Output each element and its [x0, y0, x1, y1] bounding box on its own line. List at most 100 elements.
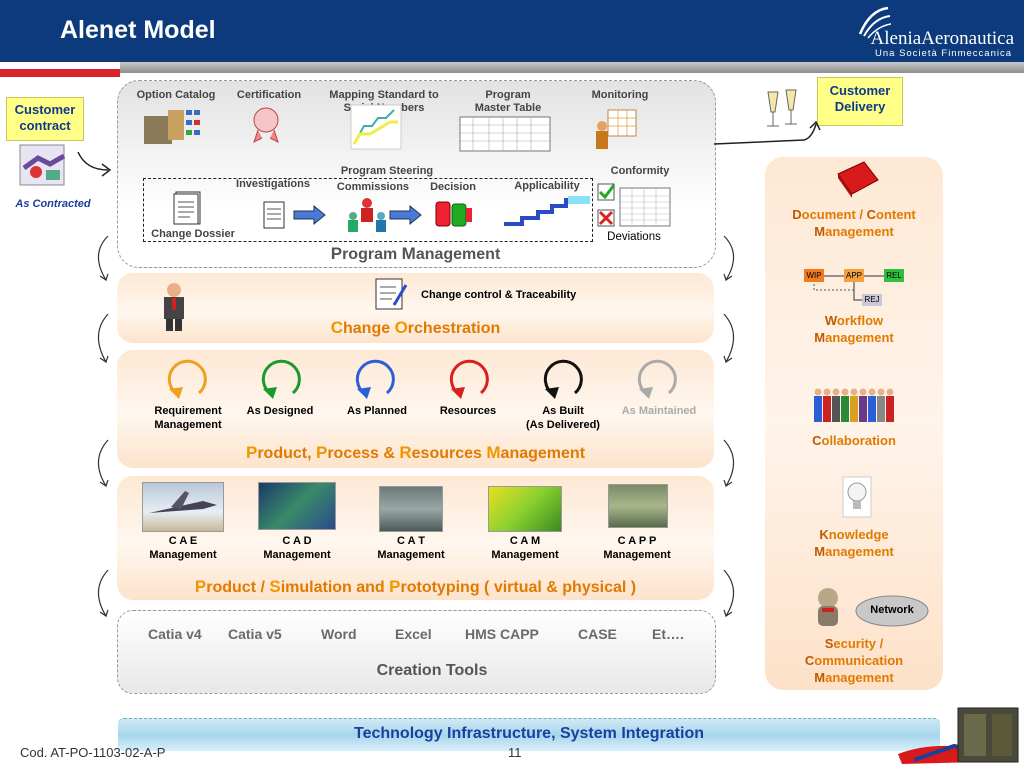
handshake-icon — [19, 144, 66, 186]
network-label: Network — [870, 604, 914, 616]
person-body — [850, 396, 858, 422]
cycle-icon — [261, 359, 301, 399]
catalog-icon — [144, 110, 200, 144]
change-orchestration-panel — [117, 273, 714, 343]
change-process-frame — [143, 178, 593, 242]
customer-delivery-label: Customer Delivery — [817, 77, 903, 126]
cycle-icon — [355, 359, 395, 399]
workflow-app-box: APP — [844, 269, 864, 282]
person-head — [868, 388, 876, 396]
creation-tools-title: Creation Tools — [376, 662, 488, 679]
tool-excel: Excel — [395, 626, 432, 642]
person-body — [868, 396, 876, 422]
resources-label: Resources — [439, 405, 497, 417]
requirement-management-label: Requirement Management — [154, 405, 222, 431]
person-head — [814, 388, 822, 396]
pprm-panel — [117, 350, 714, 468]
person-head — [850, 388, 858, 396]
tool-etc: Et…. — [652, 626, 684, 642]
cam-management-label: C A M Management — [491, 535, 559, 561]
tool-catia-v5: Catia v5 — [228, 626, 282, 642]
header-bar — [0, 0, 1024, 62]
workflow-wip-box: WIP — [804, 269, 824, 282]
tool-case: CASE — [578, 626, 617, 642]
cae-management-label: C A E Management — [149, 535, 217, 561]
simulation-title: Product / Simulation and Prototyping ( v… — [194, 577, 637, 596]
light-bulb-icon — [842, 476, 872, 518]
logo-subtitle: Una Società Finmeccanica — [875, 48, 1012, 59]
person-head — [877, 388, 885, 396]
person-body — [823, 396, 831, 422]
logo-text: AleniaAeronautica — [870, 28, 1014, 49]
footer-page-number: 11 — [508, 745, 522, 760]
person-body — [841, 396, 849, 422]
program-master-table-label: Program Master Table — [474, 89, 542, 114]
change-dossier-label: Change Dossier — [151, 228, 235, 240]
change-dossier-icon — [173, 191, 201, 225]
change-control-note: Change control & Traceability — [421, 289, 577, 301]
cycle-icon — [167, 359, 207, 399]
jet-icon — [149, 491, 217, 513]
as-built-label: As Built (As Delivered) — [526, 405, 600, 431]
commission-people-icon — [348, 198, 386, 232]
person-head — [823, 388, 831, 396]
investigations-label: Investigations — [236, 178, 310, 190]
certificate-icon — [253, 107, 279, 143]
lifecycle-cycle-icons — [167, 359, 677, 399]
footer-code: Cod. AT-PO-1103-02-A-P — [20, 745, 166, 760]
cat-image — [379, 486, 443, 532]
capp-image — [608, 484, 668, 528]
arrow-right-icon — [389, 204, 422, 226]
change-control-document-icon — [375, 278, 408, 310]
tool-hms-capp: HMS CAPP — [465, 626, 539, 642]
master-table-icon — [459, 116, 551, 152]
monitoring-presenter-icon — [596, 109, 637, 149]
cycle-icon — [637, 359, 677, 399]
commissions-label: Commissions — [336, 181, 410, 193]
header-grey-bar — [120, 62, 1024, 73]
delivery-arrow-icon — [713, 120, 821, 145]
network-cloud-icon — [855, 595, 929, 627]
cam-image — [488, 486, 562, 532]
deviations-label: Deviations — [607, 231, 661, 243]
investigation-document-icon — [263, 201, 326, 229]
person-head — [832, 388, 840, 396]
as-planned-label: As Planned — [347, 405, 407, 417]
person-head — [859, 388, 867, 396]
champagne-glasses-icon — [767, 89, 797, 127]
manager-person-icon — [164, 283, 184, 331]
conformity-table-icon — [597, 183, 671, 227]
right-cycle-arrows — [723, 235, 735, 618]
logo-swirl-icon — [858, 6, 892, 39]
capp-management-label: C A P P Management — [603, 535, 671, 561]
customer-contract-label: Customer contract — [6, 97, 84, 141]
person-head — [886, 388, 894, 396]
tool-catia-v4: Catia v4 — [148, 626, 202, 642]
person-body — [814, 396, 822, 422]
as-contracted-label: As Contracted — [15, 198, 91, 210]
cae-aircraft-image — [142, 482, 224, 532]
security-dog-icon — [818, 588, 838, 626]
technology-label: Technology Infrastructure, System Integr… — [354, 725, 704, 742]
cad-image — [258, 482, 336, 530]
person-body — [859, 396, 867, 422]
person-body — [877, 396, 885, 422]
collaboration: Collaboration — [812, 433, 896, 448]
workflow-arrows-icon — [813, 275, 884, 301]
creation-tools-panel — [117, 610, 716, 694]
certification-label: Certification — [236, 89, 302, 101]
page-title: Alenet Model — [60, 16, 216, 44]
cat-management-label: C A T Management — [377, 535, 445, 561]
collaboration-people-icon — [814, 388, 894, 422]
decision-hands-icon — [435, 201, 472, 227]
change-orchestration-title: Change Orchestration — [330, 318, 501, 337]
arrow-icon — [77, 151, 112, 177]
workflow-rel-box: REL — [884, 269, 904, 282]
tool-word: Word — [321, 626, 357, 642]
decision-label: Decision — [430, 181, 476, 193]
technology-bar — [118, 718, 940, 751]
person-body — [832, 396, 840, 422]
